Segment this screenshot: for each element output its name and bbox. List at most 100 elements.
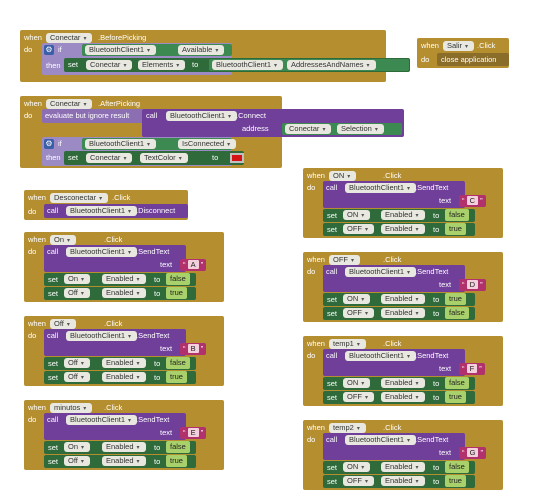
component-dropdown[interactable]: Desconectar (50, 193, 109, 203)
set-component-dropdown[interactable]: Off (64, 456, 90, 466)
boolean-value[interactable]: true (445, 223, 466, 235)
enabled-dropdown[interactable]: Enabled (381, 462, 425, 472)
component-dropdown[interactable]: temp2 (329, 423, 366, 433)
string-literal[interactable]: “ D ” (459, 279, 486, 291)
string-literal[interactable]: “ G ” (459, 447, 487, 459)
set-property-dropdown[interactable]: Elements (138, 60, 186, 70)
gear-icon[interactable]: ⚙ (44, 139, 54, 149)
set-component-dropdown[interactable]: Off (64, 358, 90, 368)
event-conectar-afterpicking[interactable]: when Conectar .AfterPicking do evaluate … (20, 96, 404, 168)
setter-enabled-2[interactable]: set Off Enabled to true (44, 287, 196, 300)
bt-dropdown[interactable]: BluetoothClient1 (345, 267, 417, 277)
close-application-block[interactable]: close application (437, 53, 509, 66)
bt-dropdown[interactable]: BluetoothClient1 (166, 111, 238, 121)
bt-dropdown[interactable]: BluetoothClient1 (345, 351, 417, 361)
getter-isconnected[interactable]: BluetoothClient1 IsConnected (82, 138, 237, 150)
event-OFF-click[interactable]: when OFF .Click do call BluetoothClient1… (303, 252, 503, 322)
bt-dropdown[interactable]: BluetoothClient1 (66, 331, 138, 341)
set-component-dropdown[interactable]: OFF (343, 224, 375, 234)
setter-enabled-2[interactable]: set OFF Enabled to false (323, 307, 475, 320)
enabled-dropdown[interactable]: Enabled (102, 372, 146, 382)
enabled-dropdown[interactable]: Enabled (381, 224, 425, 234)
call-connect[interactable]: call BluetoothClient1 .Connect address C… (142, 109, 404, 137)
call-disconnect[interactable]: call BluetoothClient1 .Disconnect (44, 204, 188, 218)
set-component-dropdown[interactable]: ON (343, 210, 371, 220)
getter-selection[interactable]: Conectar Selection (282, 123, 402, 135)
string-value[interactable]: F (466, 364, 478, 373)
textcolor-dropdown[interactable]: TextColor (140, 153, 188, 163)
component-dropdown[interactable]: Conectar (46, 99, 93, 109)
boolean-value[interactable]: false (445, 209, 469, 221)
string-value[interactable]: B (187, 344, 199, 353)
enabled-dropdown[interactable]: Enabled (102, 442, 146, 452)
bt-dropdown-2[interactable]: BluetoothClient1 (212, 60, 284, 70)
boolean-value[interactable]: true (445, 293, 466, 305)
event-off-click[interactable]: when Off .Click do call BluetoothClient1… (24, 316, 224, 386)
enabled-dropdown[interactable]: Enabled (381, 378, 425, 388)
string-value[interactable]: D (466, 280, 479, 289)
string-literal[interactable]: “ E ” (180, 427, 207, 439)
isconnected-dropdown[interactable]: IsConnected (178, 139, 237, 149)
evaluate-block[interactable]: evaluate but ignore result (42, 109, 162, 123)
bt-dropdown[interactable]: BluetoothClient1 (66, 247, 138, 257)
bt-dropdown[interactable]: BluetoothClient1 (345, 435, 417, 445)
set-component-dropdown[interactable]: OFF (343, 476, 375, 486)
boolean-value[interactable]: false (445, 461, 469, 473)
setter-enabled-1[interactable]: set ON Enabled to false (323, 377, 475, 390)
setter-enabled-1[interactable]: set ON Enabled to false (323, 209, 475, 222)
set-component-dropdown[interactable]: ON (343, 378, 371, 388)
component-dropdown[interactable]: ON (329, 171, 357, 181)
setter-elements[interactable]: set Conectar Elements to BluetoothClient… (64, 58, 410, 72)
setter-enabled-1[interactable]: set On Enabled to false (44, 441, 196, 454)
string-literal[interactable]: “ B ” (180, 343, 207, 355)
red-color-swatch[interactable] (230, 153, 244, 163)
setter-textcolor[interactable]: set Conectar TextColor to (64, 151, 244, 165)
set-component-dropdown[interactable]: ON (343, 294, 371, 304)
call-sendtext[interactable]: call BluetoothClient1 .SendText text “ G… (323, 433, 487, 460)
string-value[interactable]: C (466, 196, 479, 205)
boolean-value[interactable]: true (445, 391, 466, 403)
event-conectar-beforepicking[interactable]: when Conectar .BeforePicking do ⚙ if Blu… (20, 30, 410, 82)
string-literal[interactable]: “ A ” (180, 259, 207, 271)
component-dropdown[interactable]: Conectar (46, 33, 93, 43)
boolean-value[interactable]: true (166, 455, 187, 467)
boolean-value[interactable]: true (166, 287, 187, 299)
call-sendtext[interactable]: call BluetoothClient1 .SendText text “ C… (323, 181, 486, 208)
boolean-value[interactable]: false (445, 377, 469, 389)
gear-icon[interactable]: ⚙ (44, 45, 54, 55)
setter-enabled-1[interactable]: set ON Enabled to false (323, 461, 475, 474)
enabled-dropdown[interactable]: Enabled (381, 308, 425, 318)
property-dropdown[interactable]: Available (178, 45, 225, 55)
set-component-dropdown[interactable]: Off (64, 288, 90, 298)
call-sendtext[interactable]: call BluetoothClient1 .SendText text “ F… (323, 349, 485, 376)
enabled-dropdown[interactable]: Enabled (381, 294, 425, 304)
getter-available[interactable]: BluetoothClient1 Available (82, 44, 232, 56)
enabled-dropdown[interactable]: Enabled (381, 392, 425, 402)
bt-dropdown[interactable]: BluetoothClient1 (66, 206, 138, 216)
boolean-value[interactable]: true (166, 371, 187, 383)
set-component-dropdown[interactable]: Conectar (86, 60, 133, 70)
if-block[interactable]: ⚙ if BluetoothClient1 Available then set… (42, 43, 410, 75)
component-dropdown[interactable]: Salir (443, 41, 475, 51)
setter-enabled-2[interactable]: set Off Enabled to true (44, 455, 196, 468)
conectar-dropdown[interactable]: Conectar (285, 124, 332, 134)
getter-addresses[interactable]: BluetoothClient1 AddressesAndNames (209, 59, 409, 71)
set-component-dropdown[interactable]: Off (64, 372, 90, 382)
boolean-value[interactable]: false (166, 273, 190, 285)
call-sendtext[interactable]: call BluetoothClient1 .SendText text “ B… (44, 329, 207, 356)
string-value[interactable]: E (187, 428, 199, 437)
event-temp2-click[interactable]: when temp2 .Click do call BluetoothClien… (303, 420, 503, 490)
string-value[interactable]: A (187, 260, 199, 269)
boolean-value[interactable]: true (445, 475, 466, 487)
boolean-value[interactable]: false (166, 357, 190, 369)
event-on-click[interactable]: when On .Click do call BluetoothClient1 … (24, 232, 224, 302)
setter-enabled-2[interactable]: set OFF Enabled to true (323, 391, 475, 404)
enabled-dropdown[interactable]: Enabled (102, 288, 146, 298)
set-component-dropdown[interactable]: On (64, 274, 91, 284)
setter-enabled-1[interactable]: set ON Enabled to true (323, 293, 475, 306)
event-salir-click[interactable]: when Salir .Click do close application (417, 38, 509, 68)
set-component-dropdown[interactable]: OFF (343, 392, 375, 402)
bt-dropdown[interactable]: BluetoothClient1 (85, 45, 157, 55)
enabled-dropdown[interactable]: Enabled (102, 274, 146, 284)
string-value[interactable]: G (466, 448, 479, 457)
